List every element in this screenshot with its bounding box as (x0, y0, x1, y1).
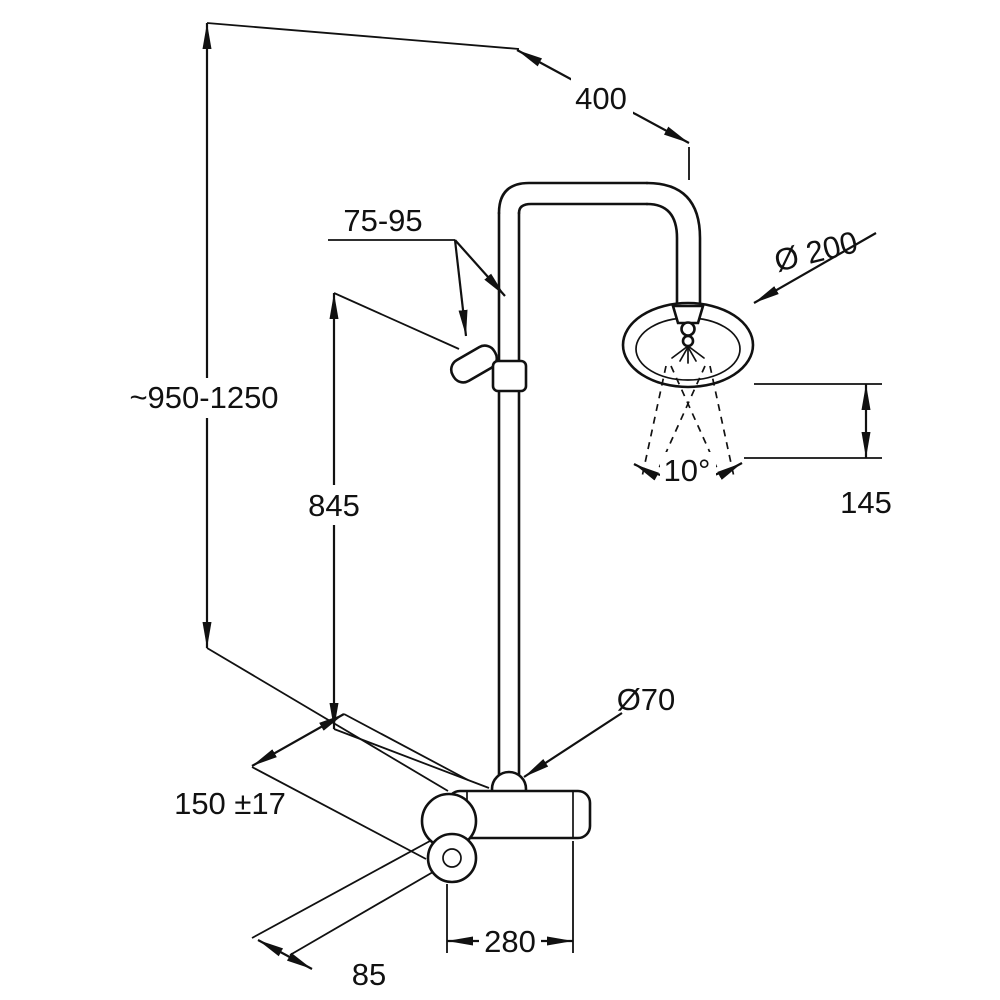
extension-line-lower (289, 871, 434, 956)
leader-to-pipe (454, 239, 506, 297)
dimension-inlet-spacing (251, 713, 469, 860)
extension-line-top (333, 292, 460, 350)
head-drop-label: 145 (840, 485, 892, 520)
dimension-slider-range (328, 239, 506, 337)
nozzle-ticks (671, 345, 705, 364)
extension-line-upper (343, 713, 469, 781)
head-pivot (681, 334, 695, 348)
nozzle-tick (679, 346, 689, 362)
slider-range-label: 75-95 (343, 203, 422, 238)
dimension-escutcheon-diameter (523, 712, 623, 778)
spray-cone (641, 365, 735, 478)
valve-handle (420, 792, 478, 884)
handle-hub (442, 848, 462, 868)
slider-bracket (449, 344, 528, 393)
arm-bend-inner (645, 202, 679, 312)
top-bend-outer (497, 181, 649, 215)
label-mask (301, 485, 367, 525)
leader-to-bracket (453, 239, 468, 337)
ball-joint (680, 321, 696, 337)
overall-height-label: ~950-1250 (129, 380, 278, 415)
spray-angle-label: 10° (664, 453, 711, 488)
nozzle-tick (687, 346, 697, 362)
dimension-line (257, 939, 313, 970)
leader-to-escutcheon (523, 712, 623, 778)
wall-offset-label: 85 (352, 957, 386, 992)
nozzle-tick (671, 345, 689, 359)
label-mask (110, 378, 298, 418)
riser-height-label: 845 (308, 488, 360, 523)
label-mask (479, 922, 541, 960)
nozzle-tick (687, 345, 705, 359)
extension-line-upper (251, 840, 431, 939)
spray-line-outer-right (709, 365, 735, 478)
head-diameter-label: Ø 200 (771, 224, 861, 278)
extension-line-top (206, 22, 520, 50)
dimension-line (251, 713, 345, 767)
arm-bend-outer (645, 181, 702, 312)
riser-pipe (497, 181, 649, 793)
extension-line-lower (251, 766, 427, 860)
shower-head (621, 301, 755, 389)
extension-line-bottom (206, 647, 449, 792)
dimension-head-diameter (753, 232, 877, 304)
spray-line-outer-left (641, 365, 667, 478)
top-bend-inner (517, 202, 649, 215)
handle-lower-knob (426, 832, 478, 884)
bracket-knob (449, 344, 499, 384)
leader-to-head-rim (753, 232, 877, 304)
dimension-labels: 400 75-95 Ø 200 ~950-1250 845 10° 145 Ø7… (110, 78, 892, 992)
dimension-wall-offset (251, 840, 434, 970)
shower-arm (645, 181, 702, 312)
label-mask (571, 78, 633, 116)
bracket-collar (491, 359, 528, 393)
escutcheon-diameter-label: Ø70 (617, 682, 676, 717)
valve-width-label: 280 (484, 924, 536, 959)
inlet-spacing-label: 150 ±17 (174, 786, 286, 821)
arm-reach-label: 400 (575, 81, 627, 116)
dimension-head-drop (744, 383, 882, 459)
arm-nut (671, 304, 705, 325)
label-mask (660, 452, 716, 488)
